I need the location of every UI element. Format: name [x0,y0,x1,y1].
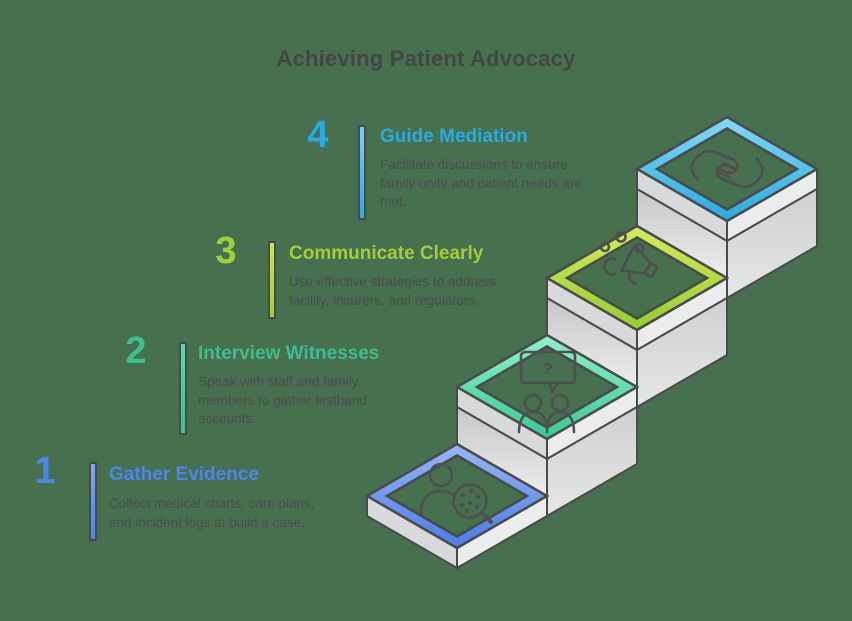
step-3-accent-bar [268,241,276,319]
step-4-block [636,168,818,299]
step-1-heading: Gather Evidence [109,464,259,485]
question-mark-label: ? [543,361,553,378]
step-2-number: 2 [125,330,147,372]
handshake-icon [690,149,764,189]
step-3-block [546,277,728,408]
megaphone-icon [599,231,659,285]
step-2-block [456,386,638,517]
step-1-description: Collect medical charts, care plans, and … [109,496,315,530]
step-3-heading: Communicate Clearly [289,243,484,264]
step-3-number: 3 [215,230,237,272]
step-4-heading: Guide Mediation [380,126,528,147]
step-4-description: Facilitate discussions to ensure family … [380,157,582,209]
step-1-platform [364,442,550,550]
step-4-platform [634,115,820,223]
step-3-description: Use effective strategies to address faci… [289,274,496,308]
step-2-platform [454,333,640,441]
page-title: Achieving Patient Advocacy [276,46,576,71]
step-4-number: 4 [307,114,329,156]
step-1-accent-bar [89,462,97,541]
step-1-number: 1 [34,450,56,492]
step-2-heading: Interview Witnesses [198,343,380,364]
step-4-accent-bar [358,125,366,220]
step-2-description: Speak with staff and family members to g… [198,374,367,426]
person-search-icon [419,462,493,524]
step-2-accent-bar [179,342,187,435]
interview-question-icon: ? [517,350,577,434]
